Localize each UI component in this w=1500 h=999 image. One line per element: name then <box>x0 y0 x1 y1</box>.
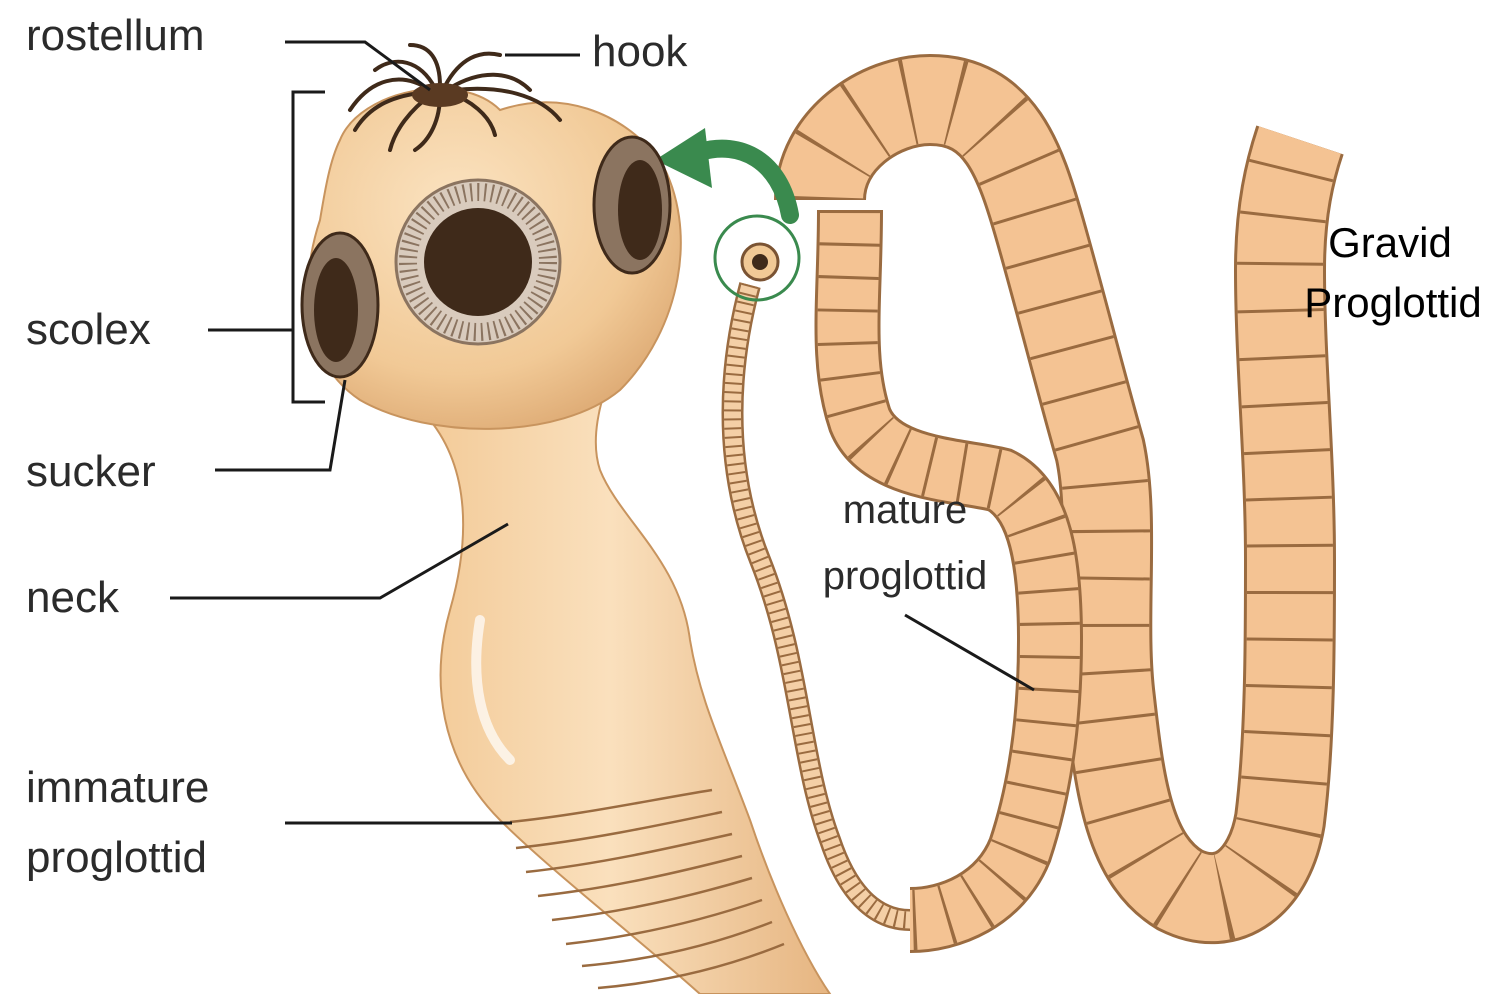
neck-body <box>428 378 832 995</box>
arrow-head <box>655 128 712 188</box>
strobila-loop-fill <box>777 56 1341 942</box>
front-sucker-ring-inner <box>399 183 557 341</box>
immature-segments <box>509 788 785 990</box>
label-sucker: sucker <box>26 447 156 496</box>
strobila-left-column-fill <box>817 209 1081 950</box>
label-gravid-line1: Gravid <box>1328 219 1452 266</box>
label-scolex: scolex <box>26 305 151 354</box>
neck-highlight <box>471 615 515 765</box>
leader-lines <box>170 40 1035 825</box>
leader-scolex-bracket <box>291 90 325 404</box>
arrow-shaft <box>691 139 799 224</box>
label-rostellum: rostellum <box>26 11 205 60</box>
thin-chain-segments <box>724 282 911 929</box>
label-hook: hook <box>592 27 688 76</box>
front-sucker <box>424 208 532 316</box>
magnify-circle <box>713 214 801 302</box>
strobila-chain <box>774 53 1344 953</box>
leader-sucker <box>215 379 347 472</box>
left-sucker <box>314 258 358 362</box>
small-head-core <box>752 254 768 270</box>
thin-chain <box>721 282 911 931</box>
label-neck: neck <box>26 573 119 622</box>
magnify-arrow <box>655 128 799 224</box>
label-immature-line2: proglottid <box>26 833 208 882</box>
label-mature-line2: proglottid <box>822 554 988 598</box>
label-immature-line1: immature <box>26 763 210 812</box>
small-scolex <box>713 214 801 302</box>
leader-rostellum <box>285 40 431 92</box>
leader-neck <box>170 522 509 600</box>
leader-mature <box>904 613 1035 692</box>
right-sucker <box>618 160 662 260</box>
label-gravid-line2: Proglottid <box>1304 279 1482 326</box>
enlarged-scolex <box>300 43 832 995</box>
rostellum <box>412 83 468 107</box>
label-mature-line1: mature <box>842 488 968 532</box>
